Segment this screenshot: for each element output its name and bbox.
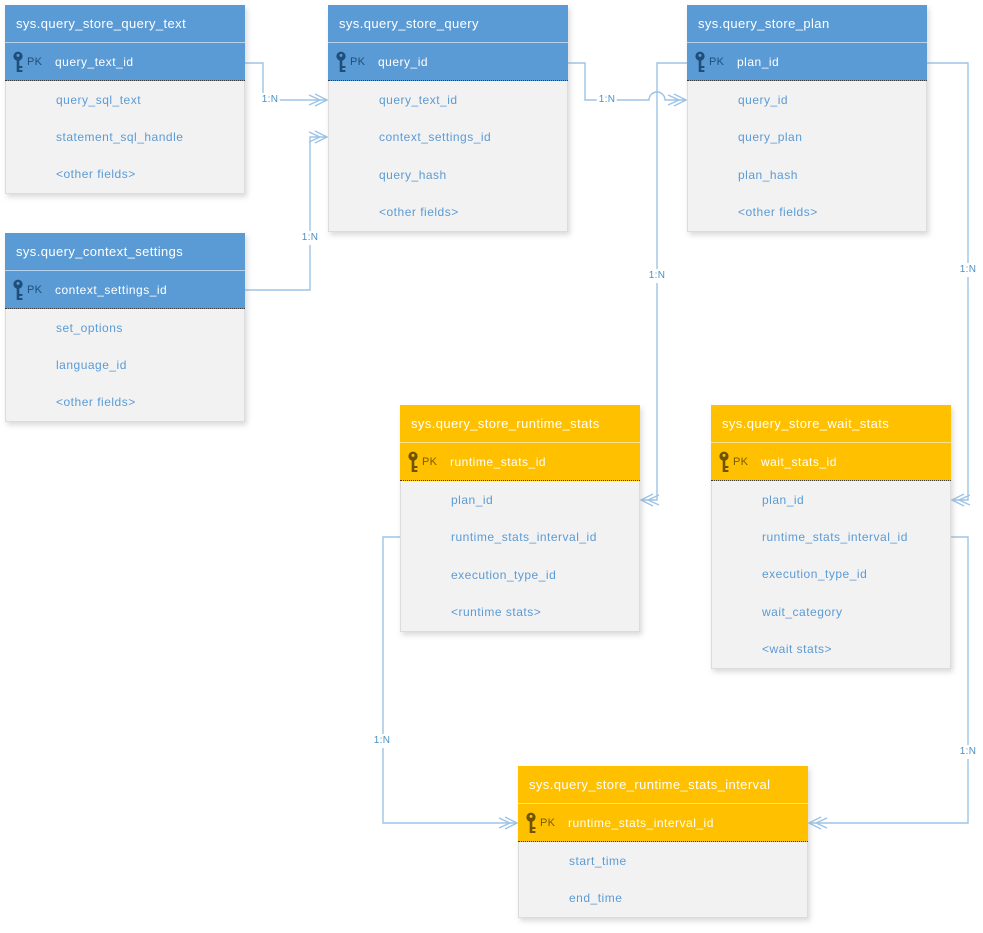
- pk-badge: PK: [733, 455, 749, 468]
- pk-field: runtime_stats_interval_id: [568, 815, 714, 830]
- field-row: <other fields>: [56, 167, 136, 182]
- field-row: runtime_stats_interval_id: [451, 530, 597, 545]
- pk-row: PK context_settings_id: [5, 271, 245, 309]
- pk-field: query_text_id: [55, 54, 134, 69]
- connector-waitstats-interval[interactable]: [810, 536, 969, 824]
- pk-badge: PK: [27, 55, 43, 68]
- field-row: statement_sql_handle: [56, 129, 184, 144]
- connector-contextsettings-query[interactable]: [245, 136, 326, 291]
- field-row: plan_id: [451, 492, 494, 507]
- pk-row: PK runtime_stats_interval_id: [518, 804, 808, 842]
- key-icon: [407, 451, 421, 473]
- pk-row: PK wait_stats_id: [711, 443, 951, 481]
- table-title: sys.query_store_query: [328, 5, 568, 43]
- entity-query-store-plan[interactable]: sys.query_store_plan PK plan_id query_id…: [687, 5, 927, 232]
- pk-row: PK runtime_stats_id: [400, 443, 640, 481]
- field-row: wait_category: [762, 604, 843, 619]
- table-title: sys.query_store_wait_stats: [711, 405, 951, 443]
- pk-badge: PK: [709, 55, 725, 68]
- field-row: <wait stats>: [762, 642, 833, 657]
- entity-query-context-settings[interactable]: sys.query_context_settings PK context_se…: [5, 233, 245, 422]
- key-icon: [12, 51, 26, 73]
- entity-query-store-runtime-stats[interactable]: sys.query_store_runtime_stats PK runtime…: [400, 405, 640, 632]
- key-icon: [694, 51, 708, 73]
- field-row: query_text_id: [379, 92, 458, 107]
- pk-badge: PK: [540, 816, 556, 829]
- cardinality-label: 1:N: [957, 263, 979, 277]
- entity-query-store-runtime-stats-interval[interactable]: sys.query_store_runtime_stats_interval P…: [518, 766, 808, 918]
- pk-row: PK query_text_id: [5, 43, 245, 81]
- field-row: query_plan: [738, 130, 803, 145]
- field-row: plan_id: [762, 492, 805, 507]
- field-row: plan_hash: [738, 167, 798, 182]
- key-icon: [718, 451, 732, 473]
- cardinality-label: 1:N: [646, 269, 668, 283]
- pk-field: context_settings_id: [55, 282, 168, 297]
- cardinality-label: 1:N: [957, 745, 979, 759]
- field-row: <other fields>: [738, 205, 818, 220]
- cardinality-label: 1:N: [596, 93, 618, 107]
- pk-badge: PK: [350, 55, 366, 68]
- key-icon: [525, 812, 539, 834]
- table-title: sys.query_store_runtime_stats_interval: [518, 766, 808, 804]
- connector-querytext-query[interactable]: [245, 62, 326, 101]
- key-icon: [335, 51, 349, 73]
- cardinality-label: 1:N: [299, 231, 321, 245]
- connector-runtimestats-interval[interactable]: [382, 536, 516, 824]
- connector-query-plan[interactable]: [568, 62, 685, 101]
- field-row: query_sql_text: [56, 92, 142, 107]
- pk-field: plan_id: [737, 54, 780, 69]
- key-icon: [12, 279, 26, 301]
- pk-field: wait_stats_id: [761, 454, 837, 469]
- table-title: sys.query_store_plan: [687, 5, 927, 43]
- field-row: query_id: [738, 92, 789, 107]
- entity-query-store-wait-stats[interactable]: sys.query_store_wait_stats PK wait_stats…: [711, 405, 951, 669]
- table-title: sys.query_store_runtime_stats: [400, 405, 640, 443]
- field-row: <other fields>: [379, 205, 459, 220]
- field-row: language_id: [56, 357, 127, 372]
- field-row: runtime_stats_interval_id: [762, 530, 908, 545]
- pk-row: PK query_id: [328, 43, 568, 81]
- field-row: query_hash: [379, 167, 447, 182]
- field-row: start_time: [569, 853, 627, 868]
- pk-badge: PK: [422, 455, 438, 468]
- field-row: execution_type_id: [762, 567, 868, 582]
- cardinality-label: 1:N: [259, 93, 281, 107]
- table-title: sys.query_store_query_text: [5, 5, 245, 43]
- pk-badge: PK: [27, 283, 43, 296]
- field-row: end_time: [569, 891, 623, 906]
- pk-row: PK plan_id: [687, 43, 927, 81]
- entity-query-store-query[interactable]: sys.query_store_query PK query_id query_…: [328, 5, 568, 232]
- field-row: <other fields>: [56, 395, 136, 410]
- field-row: <runtime stats>: [451, 605, 542, 620]
- field-row: set_options: [56, 320, 123, 335]
- cardinality-label: 1:N: [371, 734, 393, 748]
- entity-query-store-query-text[interactable]: sys.query_store_query_text PK query_text…: [5, 5, 245, 194]
- pk-field: runtime_stats_id: [450, 454, 547, 469]
- table-title: sys.query_context_settings: [5, 233, 245, 271]
- pk-field: query_id: [378, 54, 429, 69]
- field-row: context_settings_id: [379, 130, 492, 145]
- field-row: execution_type_id: [451, 567, 557, 582]
